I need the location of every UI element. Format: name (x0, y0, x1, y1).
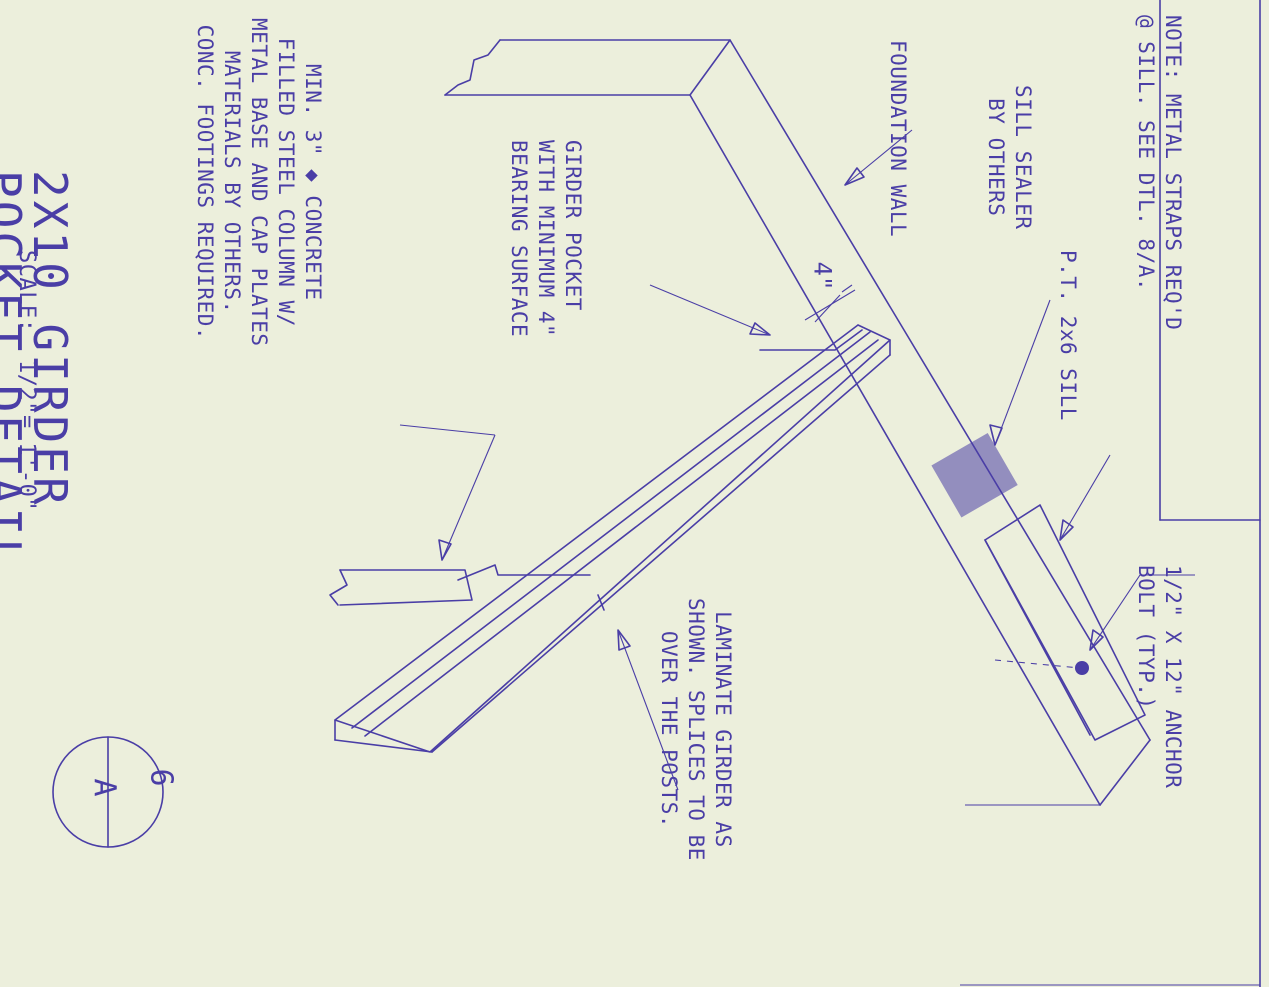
leaders (399, 129, 1195, 791)
scale-label: SCALE: 1/2"= 1'-0" (14, 250, 39, 512)
sill-sealer-hatch (931, 433, 1018, 518)
sheet-border (960, 0, 1261, 987)
anchor-bolt-dot (1075, 661, 1089, 675)
dimension-label: 4" (808, 261, 837, 291)
pt-sill-label: P.T. 2x6 SILL (1056, 250, 1080, 421)
detail-marker (52, 736, 164, 848)
laminated-girder (334, 324, 891, 753)
detail-number: 6 (143, 768, 179, 787)
detail-sheet: A (86, 778, 122, 797)
dimension-4in (814, 284, 853, 323)
steel-column (329, 564, 591, 606)
foundation-wall (444, 39, 1151, 806)
foundation-wall-label: FOUNDATION WALL (886, 40, 910, 238)
girder-pocket (759, 289, 863, 351)
pt-2x6-sill (931, 433, 1146, 741)
